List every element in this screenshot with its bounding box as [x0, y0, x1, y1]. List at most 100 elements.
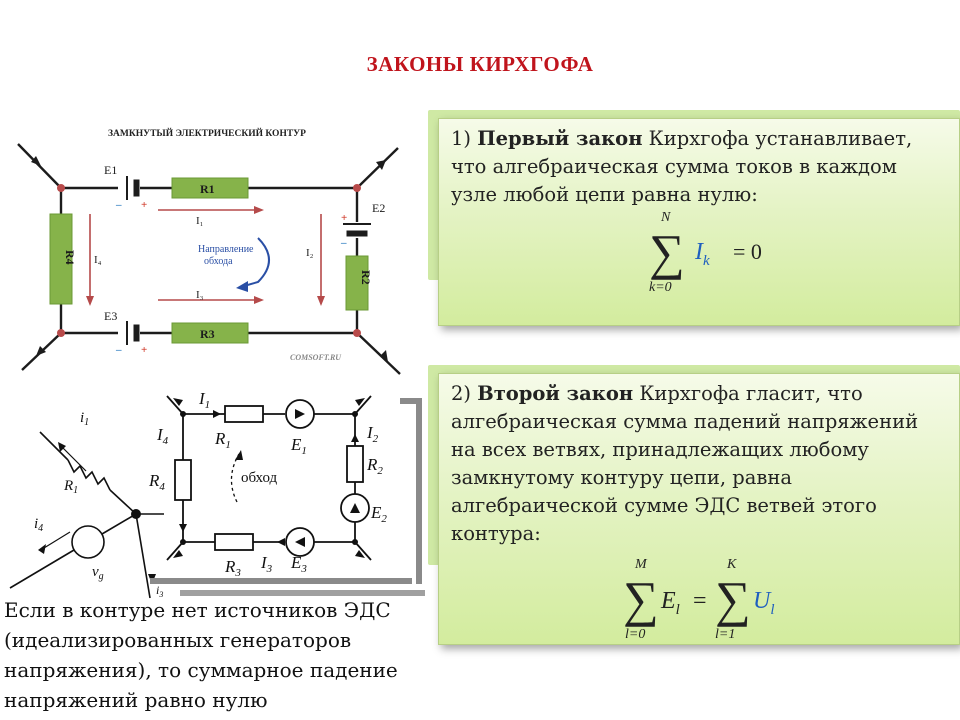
- note-line-2: (идеализированных генераторов: [4, 628, 352, 652]
- i3-node-sub: 3: [158, 590, 163, 599]
- first-law-number: 1): [451, 127, 472, 150]
- svg-text:E1: E1: [290, 435, 307, 457]
- second-law-text-1: Кирхгофа гласит, что: [639, 382, 863, 405]
- svg-text:+: +: [141, 199, 147, 211]
- second-law-bold: Второй закон: [477, 382, 634, 405]
- vg-label: v: [92, 564, 99, 580]
- first-law-formula: N ∑ k=0 Ik = 0: [649, 210, 762, 295]
- closed-circuit-diagram: ЗАМКНУТЫЙ ЭЛЕКТРИЧЕСКИЙ КОНТУР – +: [17, 127, 401, 375]
- loop-i1-sub: 1: [205, 399, 211, 411]
- svg-text:+: +: [141, 344, 147, 356]
- i2-label: I₂: [306, 247, 314, 259]
- e3-label: E3: [104, 309, 117, 323]
- note-line-1: Если в контуре нет источников ЭДС: [4, 598, 391, 622]
- node-diagram: i1 R1 i4 vg i3: [9, 410, 164, 599]
- svg-text:R1: R1: [63, 478, 78, 496]
- f2-term1: E: [660, 588, 676, 614]
- i3-label: I₃: [196, 289, 204, 301]
- r1-node-label: R: [63, 478, 73, 494]
- i1-node-label: i: [80, 410, 84, 426]
- loop-i3-label: I: [260, 553, 268, 572]
- e1-label: E1: [104, 163, 117, 177]
- svg-text:El: El: [660, 588, 680, 618]
- loop-i3-sub: 3: [266, 563, 273, 575]
- loop-r1-sub: 1: [225, 439, 231, 451]
- svg-text:R1: R1: [214, 429, 231, 451]
- svg-text:–: –: [115, 344, 122, 356]
- i4-node-sub: 4: [38, 523, 43, 534]
- first-law-line-1: 1) Первый закон Кирхгофа устанавливает,: [451, 125, 956, 153]
- f2-term1-sub: l: [676, 602, 680, 618]
- f2-sum2-top: K: [726, 557, 737, 572]
- first-law-text-1: Кирхгофа устанавливает,: [648, 127, 913, 150]
- loop-r2-sub: 2: [377, 465, 383, 477]
- f1-sum-top: N: [660, 210, 671, 225]
- f2-eq: =: [693, 588, 707, 614]
- svg-text:i1: i1: [80, 410, 89, 428]
- svg-text:I3: I3: [260, 553, 273, 575]
- loop-i4-sub: 4: [163, 435, 169, 447]
- note-line-4: напряжений равно нулю: [4, 688, 268, 712]
- svg-text:Ik: Ik: [694, 239, 710, 269]
- f2-sum2-bottom: l=1: [715, 627, 735, 642]
- svg-text:+: +: [341, 212, 347, 224]
- i1-node-sub: 1: [84, 417, 89, 428]
- f1-sum-bottom: k=0: [649, 280, 672, 295]
- svg-text:I2: I2: [366, 423, 379, 445]
- loop-i1-label: I: [198, 389, 206, 408]
- r3-label: R3: [200, 327, 215, 341]
- f1-term-sub: k: [703, 253, 710, 269]
- circuit1-heading: ЗАМКНУТЫЙ ЭЛЕКТРИЧЕСКИЙ КОНТУР: [108, 127, 306, 139]
- f2-term2: U: [753, 588, 772, 614]
- f2-sigma-2: ∑: [715, 571, 751, 627]
- second-law-line-3: на всех ветвях, принадлежащих любому: [451, 438, 869, 461]
- second-law-formula: M ∑ l=0 El = K ∑ l=1 Ul: [623, 557, 775, 642]
- loop-e3-label: E: [290, 553, 302, 572]
- f2-sum1-top: M: [634, 557, 648, 572]
- page-title: ЗАКОНЫ КИРХГОФА: [366, 52, 594, 76]
- svg-text:i3: i3: [156, 583, 163, 599]
- r1-node-sub: 1: [73, 485, 78, 496]
- second-law-number: 2): [451, 382, 472, 405]
- svg-text:I1: I1: [198, 389, 210, 411]
- r1-label: R1: [200, 182, 215, 196]
- loop-e1-label: E: [290, 435, 302, 454]
- second-law-line-1: 2) Второй закон Кирхгофа гласит, что: [451, 380, 956, 408]
- svg-text:E2: E2: [370, 503, 387, 525]
- i3-node-label: i: [156, 583, 159, 597]
- e2-label: E2: [372, 201, 385, 215]
- note-line-3: напряжения), то суммарное падение: [4, 658, 398, 682]
- loop-r2-label: R: [366, 455, 378, 474]
- svg-text:–: –: [115, 199, 122, 211]
- direction-label-2: обхода: [204, 256, 233, 267]
- direction-label-1: Направление: [198, 244, 254, 255]
- first-law-panel: 1) Первый закон Кирхгофа устанавливает, …: [438, 118, 960, 326]
- loop-i2-sub: 2: [373, 433, 379, 445]
- note-text: Если в контуре нет источников ЭДС (идеал…: [4, 595, 434, 715]
- i4-node-label: i: [34, 516, 38, 532]
- loop-r4-label: R: [148, 471, 160, 490]
- first-law-line-3: узле любой цепи равна нулю:: [451, 183, 758, 206]
- gray-bar-decoration: [150, 578, 412, 584]
- f1-sigma: ∑: [649, 224, 685, 280]
- first-law-bold: Первый закон: [477, 127, 643, 150]
- loop-e2-label: E: [370, 503, 382, 522]
- gray-bar-decoration-2: [180, 590, 425, 596]
- i4-label: I₄: [94, 254, 102, 266]
- i1-label: I₁: [196, 215, 204, 227]
- vg-sub: g: [99, 571, 104, 582]
- f1-rhs: = 0: [733, 239, 762, 264]
- loop-i4-label: I: [156, 425, 164, 444]
- watermark: COMSOFT.RU: [290, 353, 342, 362]
- loop-i2-label: I: [366, 423, 374, 442]
- loop-r3-label: R: [224, 557, 236, 576]
- second-law-line-4: замкнутому контуру цепи, равна: [451, 466, 792, 489]
- svg-text:R3: R3: [224, 557, 241, 579]
- loop-r4-sub: 4: [159, 481, 165, 493]
- svg-text:I4: I4: [156, 425, 169, 447]
- first-law-line-2: что алгебраическая сумма токов в каждом: [451, 155, 897, 178]
- loop-direction-label: обход: [241, 470, 278, 486]
- svg-text:–: –: [340, 237, 347, 249]
- loop-r3-sub: 3: [234, 567, 241, 579]
- gray-frame-decoration: [400, 398, 422, 584]
